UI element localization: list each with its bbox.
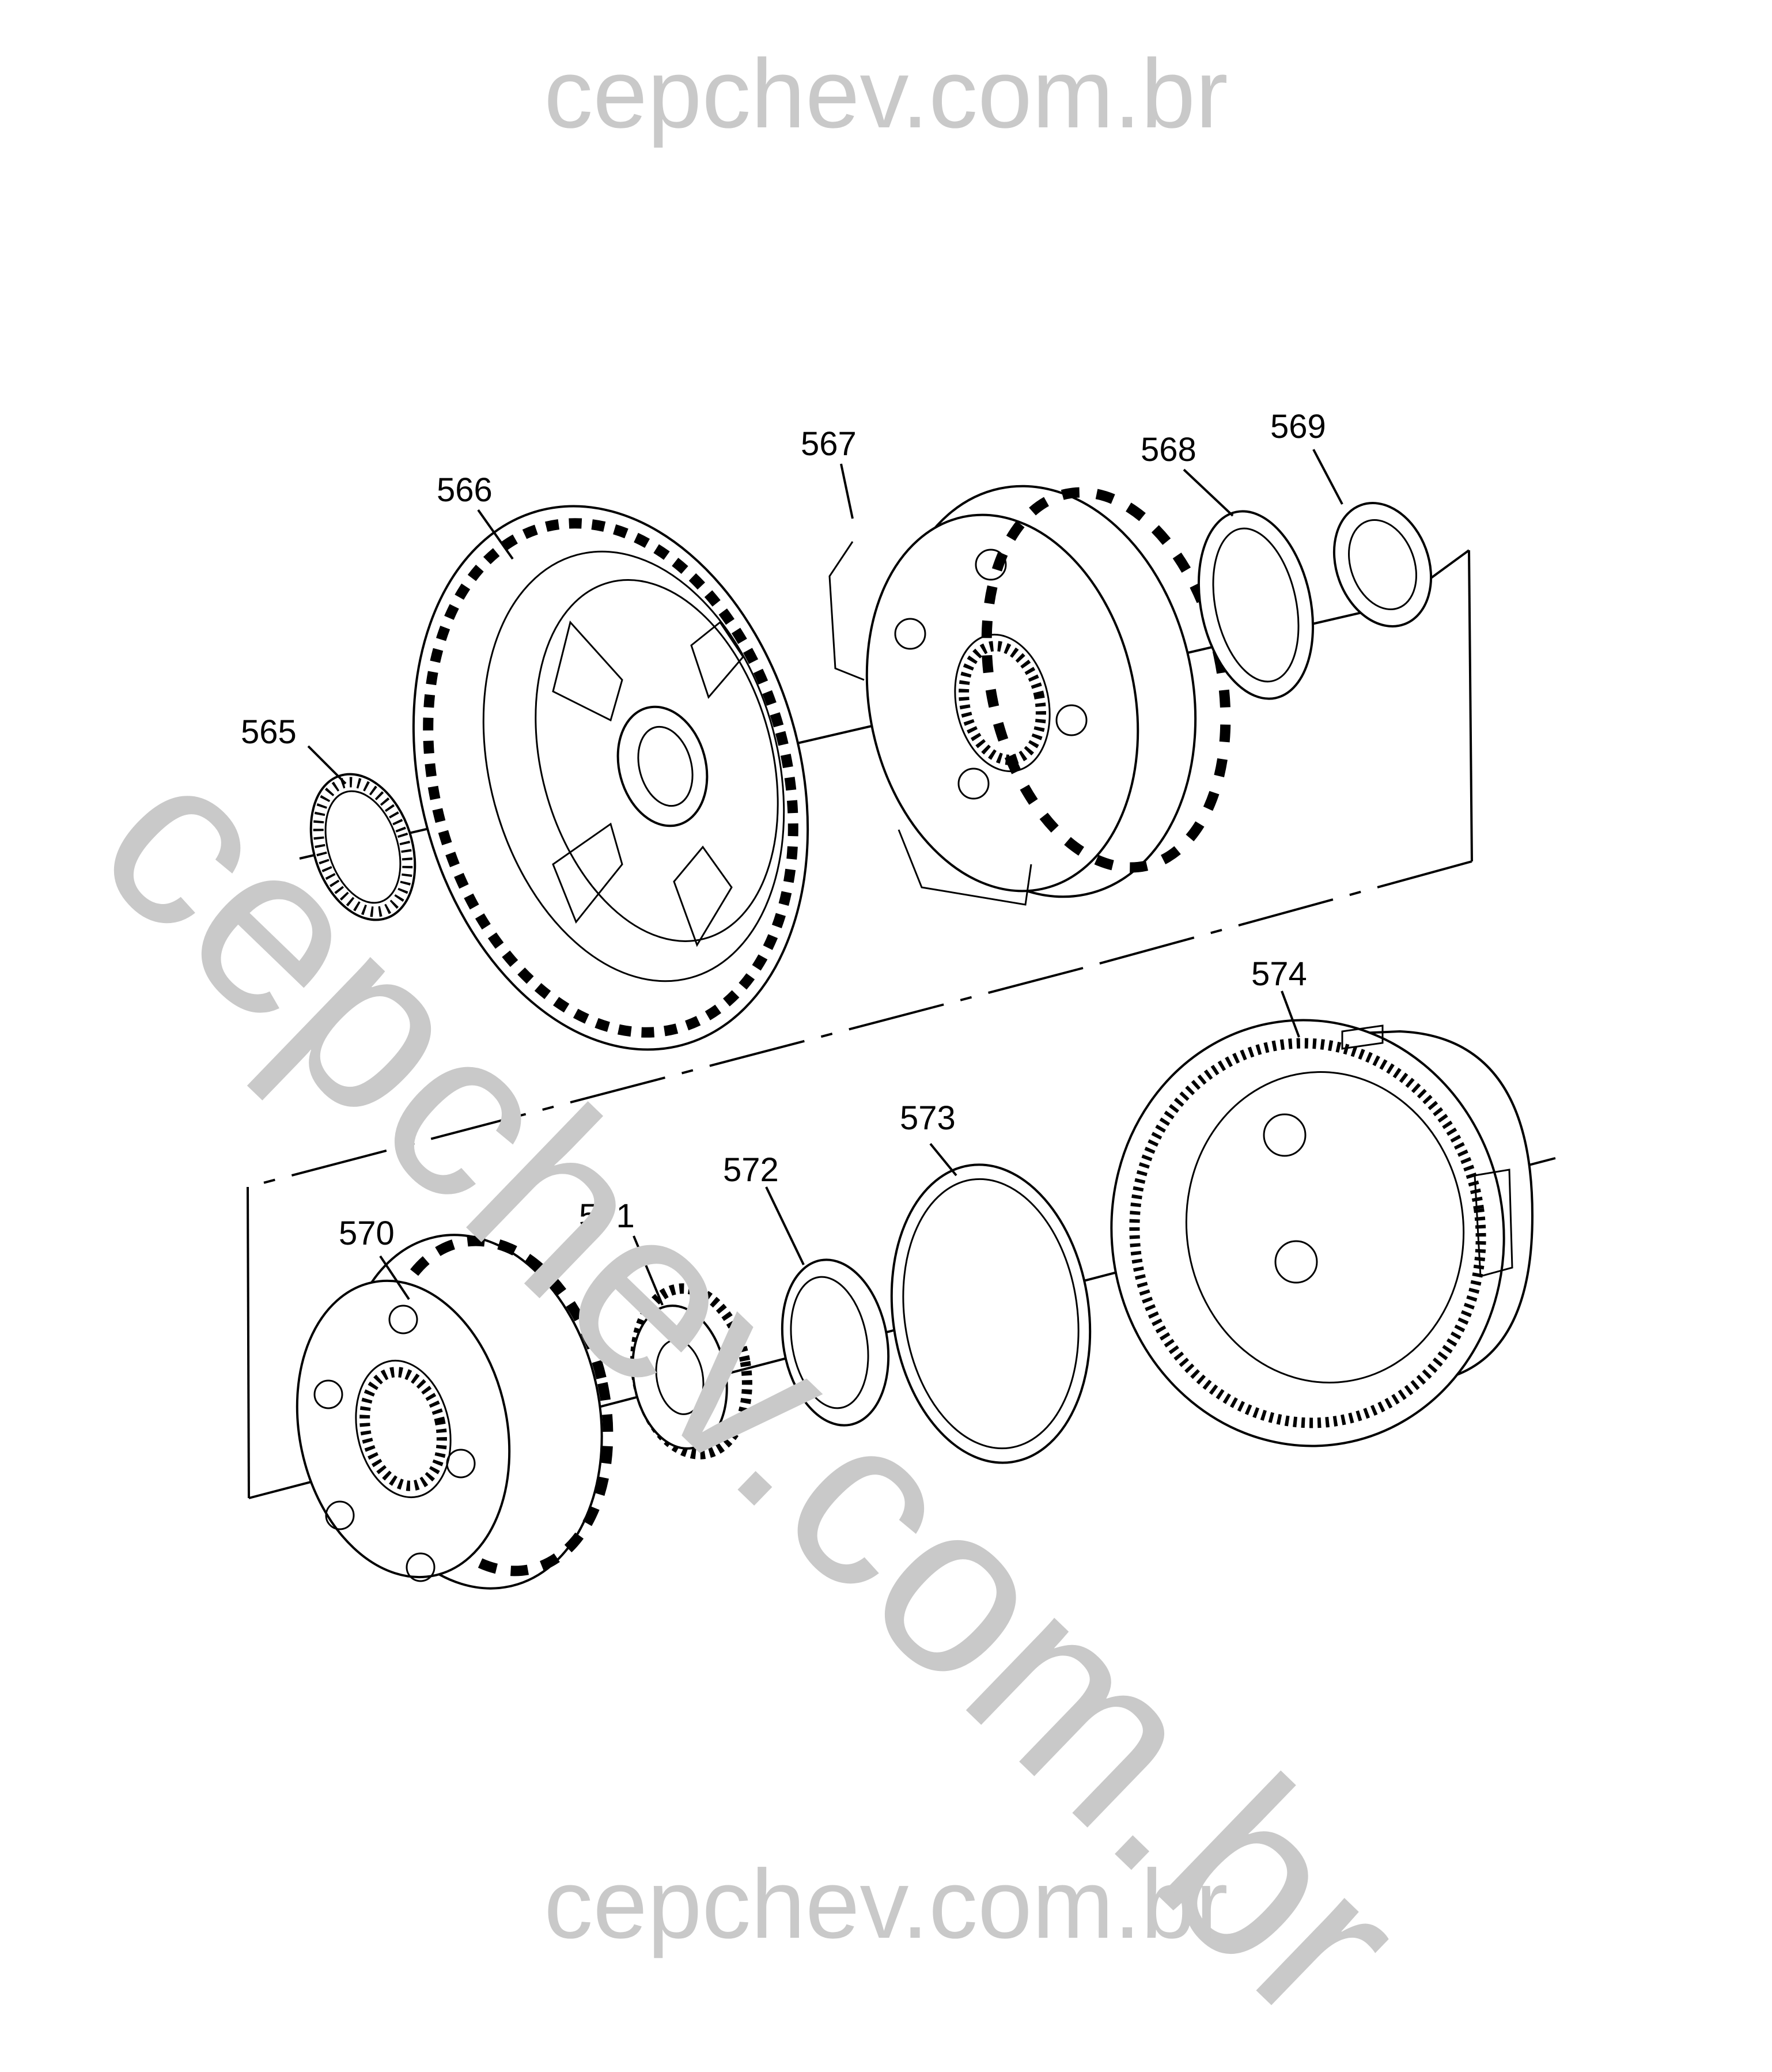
watermark-top: cepchev.com.br — [544, 39, 1228, 149]
exploded-parts-diagram: 565 566 567 568 569 570 571 572 573 574 — [241, 408, 1556, 1590]
part-565-thrust-bearing — [309, 773, 417, 921]
part-574-ring-gear-housing — [1110, 1019, 1534, 1447]
part-573-snap-ring — [890, 1163, 1092, 1464]
part-566-clutch-housing — [412, 505, 809, 1051]
part-labels: 565 566 567 568 569 570 571 572 573 574 — [241, 408, 1326, 1252]
label-568: 568 — [1141, 431, 1197, 468]
leader-lines — [307, 449, 1343, 1306]
label-567: 567 — [801, 425, 857, 463]
part-570-planetary-carrier — [296, 1234, 614, 1590]
label-570: 570 — [339, 1215, 395, 1252]
part-572-thrust-washer — [781, 1258, 890, 1427]
part-571-sun-gear — [630, 1283, 752, 1460]
label-574: 574 — [1251, 955, 1307, 993]
part-568-snap-ring — [1197, 510, 1315, 700]
label-572: 572 — [723, 1151, 779, 1189]
label-571: 571 — [579, 1197, 635, 1235]
label-565: 565 — [241, 713, 297, 751]
label-573: 573 — [900, 1099, 956, 1137]
part-567-carrier — [828, 485, 1231, 906]
label-569: 569 — [1270, 408, 1326, 445]
watermark-bottom: cepchev.com.br — [544, 1850, 1228, 1959]
label-566: 566 — [437, 471, 493, 509]
part-569-thrust-washer — [1332, 502, 1433, 627]
